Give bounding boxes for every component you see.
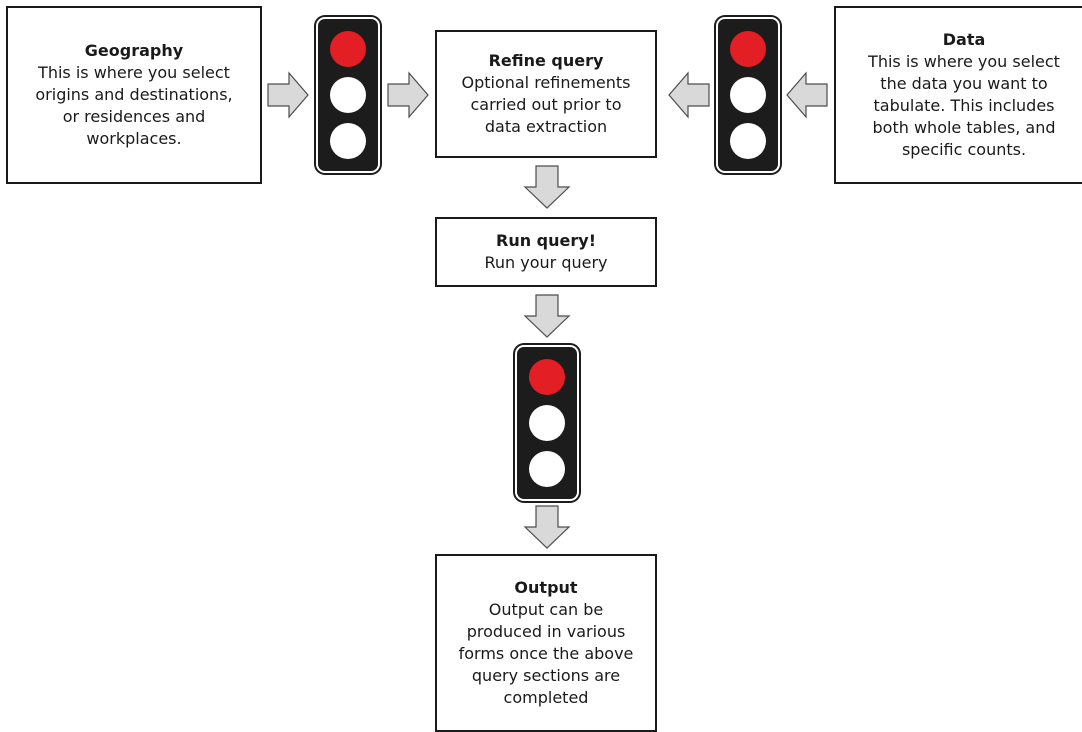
refine-query-line-2: carried out prior to [470,95,622,114]
arrow-left-icon [786,71,828,119]
output-box: Output Output can be produced in various… [435,554,657,732]
arrow-down-icon [523,294,571,338]
refine-query-line-1: Optional refinements [461,73,631,92]
red-lamp-icon [730,31,766,67]
green-lamp-icon [529,451,565,487]
arrow-left-icon [668,71,710,119]
refine-query-line-3: data extraction [484,117,608,136]
green-lamp-icon [330,123,366,159]
data-line-1: This is where you select [868,52,1060,71]
arrow-right-icon [387,71,429,119]
geography-traffic-light-icon [318,19,378,171]
data-title: Data [942,30,986,49]
red-lamp-icon [330,31,366,67]
data-box: Data This is where you select the data y… [834,6,1082,184]
run-query-box: Run query! Run your query [435,217,657,287]
geography-line-3: or residences and [62,107,206,126]
output-line-1: Output can be [488,600,604,619]
geography-line-1: This is where you select [38,63,230,82]
geography-title: Geography [84,41,184,60]
amber-lamp-icon [330,77,366,113]
arrow-down-icon [523,505,571,549]
geography-line-4: workplaces. [86,129,182,148]
output-line-2: produced in various [466,622,626,641]
amber-lamp-icon [529,405,565,441]
amber-lamp-icon [730,77,766,113]
data-traffic-light-icon [718,19,778,171]
data-line-3: tabulate. This includes [873,96,1055,115]
arrow-right-icon [267,71,309,119]
data-line-5: specific counts. [901,140,1027,159]
refine-query-box: Refine query Optional refinements carrie… [435,30,657,158]
geography-box: Geography This is where you select origi… [6,6,262,184]
run-query-line-1: Run your query [484,253,608,272]
green-lamp-icon [730,123,766,159]
output-line-3: forms once the above [458,644,634,663]
output-line-4: query sections are [471,666,621,685]
output-line-5: completed [503,688,589,707]
run-query-title: Run query! [496,231,596,250]
arrow-down-icon [523,165,571,209]
geography-line-2: origins and destinations, [35,85,233,104]
output-title: Output [514,578,578,597]
refine-query-title: Refine query [488,51,604,70]
data-line-4: both whole tables, and [872,118,1056,137]
data-line-2: the data you want to [880,74,1048,93]
run-traffic-light-icon [517,347,577,499]
red-lamp-icon [529,359,565,395]
